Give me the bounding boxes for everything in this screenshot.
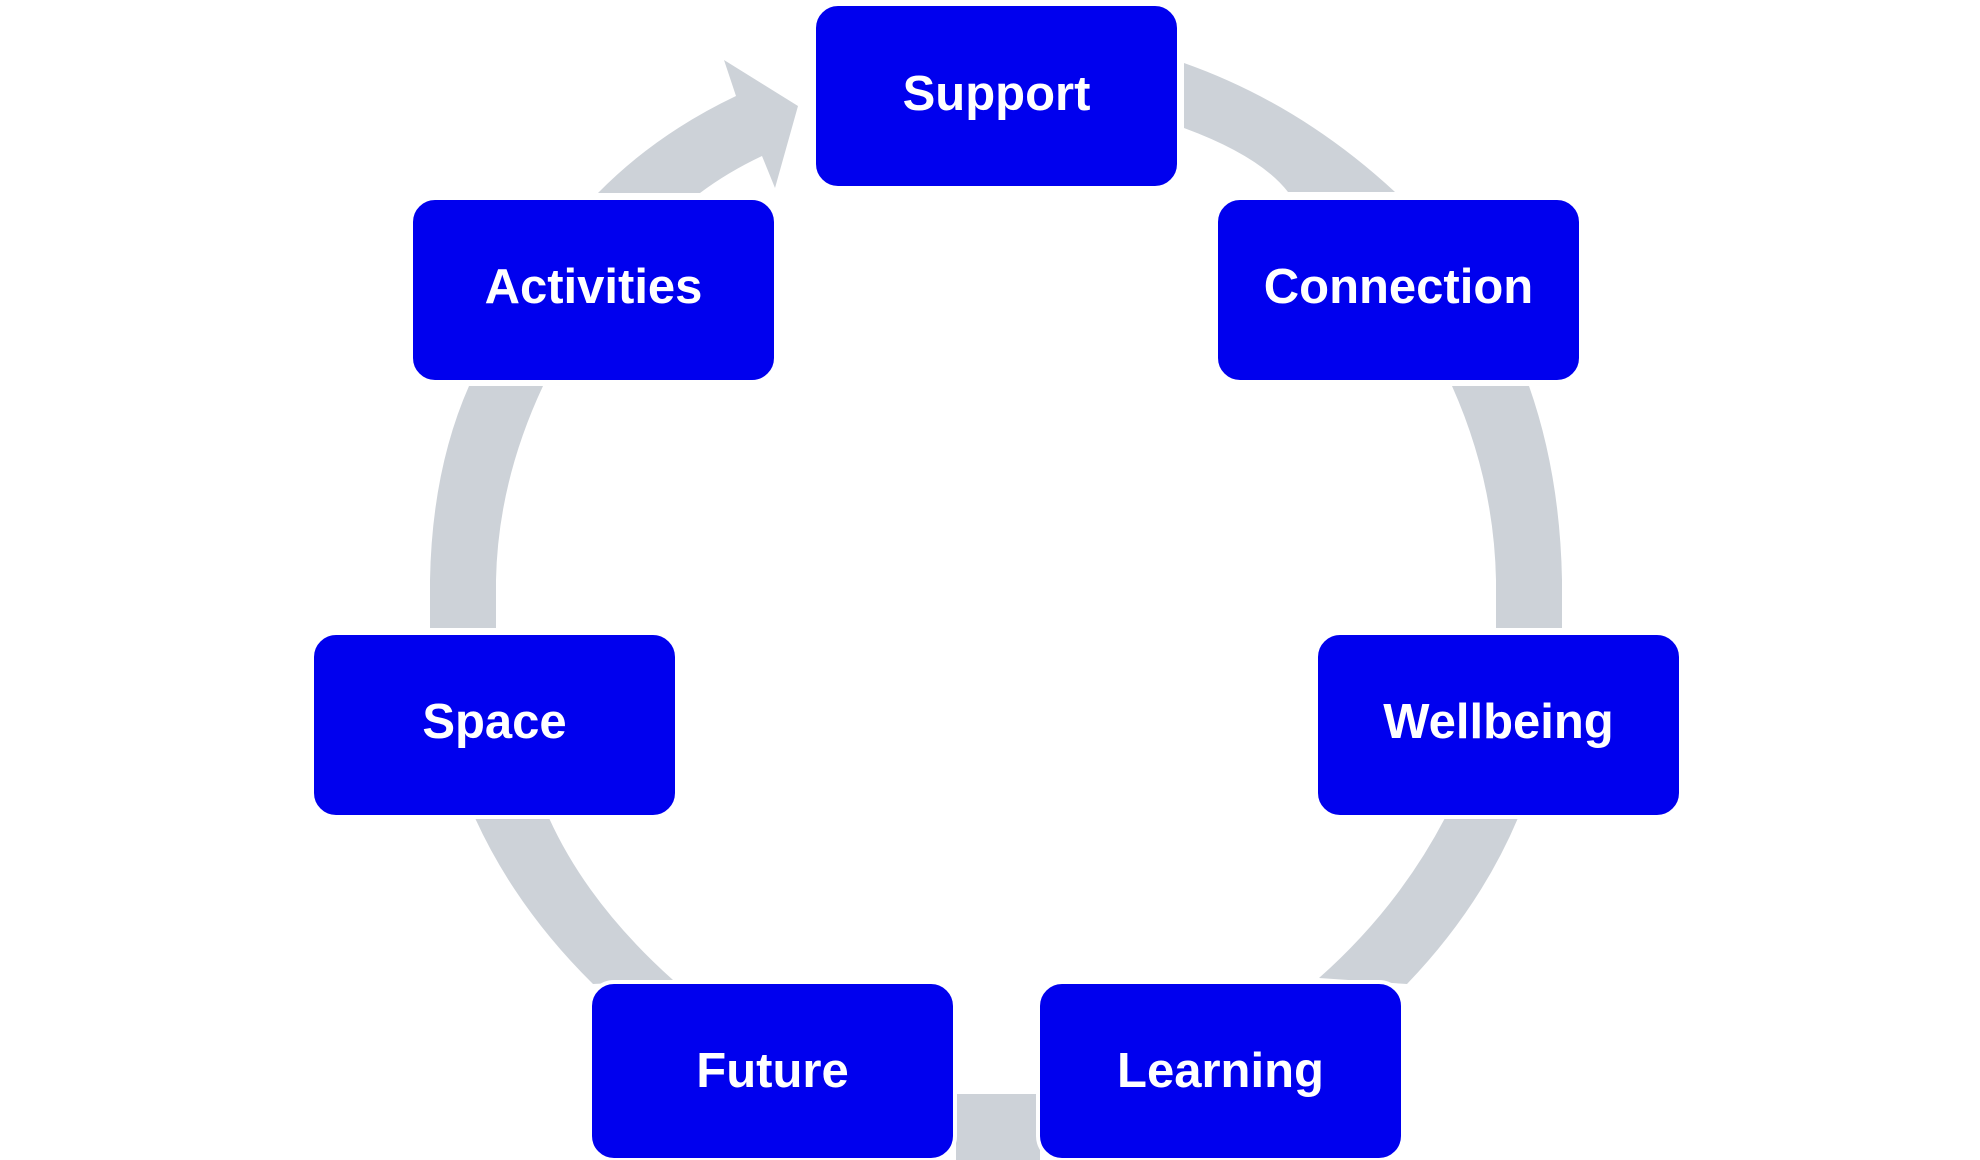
arc-connection-to-wellbeing bbox=[1452, 386, 1562, 628]
cycle-nodes: Support Connection Wellbeing Learning Fu… bbox=[310, 2, 1683, 1160]
arc-wellbeing-to-learning bbox=[1319, 818, 1518, 984]
node-future: Future bbox=[588, 980, 957, 1160]
node-support-box bbox=[812, 2, 1181, 190]
arc-support-to-connection bbox=[1184, 63, 1395, 192]
node-activities: Activities bbox=[409, 196, 778, 384]
node-wellbeing-label: Wellbeing bbox=[1383, 695, 1614, 749]
node-wellbeing: Wellbeing bbox=[1314, 631, 1683, 819]
node-space: Space bbox=[310, 631, 679, 819]
node-support-label: Support bbox=[903, 67, 1091, 121]
node-learning-box bbox=[1036, 980, 1405, 1160]
node-activities-box bbox=[409, 196, 778, 384]
node-support: Support bbox=[812, 2, 1181, 190]
node-learning: Learning bbox=[1036, 980, 1405, 1160]
node-space-label: Space bbox=[422, 695, 566, 749]
node-activities-label: Activities bbox=[485, 260, 703, 314]
arc-space-to-activities bbox=[430, 386, 543, 628]
node-connection: Connection bbox=[1214, 196, 1583, 384]
arc-learning-to-future bbox=[956, 1094, 1040, 1160]
cycle-arcs bbox=[430, 60, 1562, 1160]
arc-future-to-space bbox=[475, 818, 673, 984]
node-connection-box bbox=[1214, 196, 1583, 384]
node-future-box bbox=[588, 980, 957, 1160]
arc-activities-to-support bbox=[598, 60, 798, 193]
node-future-label: Future bbox=[696, 1044, 848, 1098]
node-wellbeing-box bbox=[1314, 631, 1683, 819]
node-learning-label: Learning bbox=[1117, 1044, 1324, 1098]
node-connection-label: Connection bbox=[1264, 260, 1533, 314]
node-space-box bbox=[310, 631, 679, 819]
